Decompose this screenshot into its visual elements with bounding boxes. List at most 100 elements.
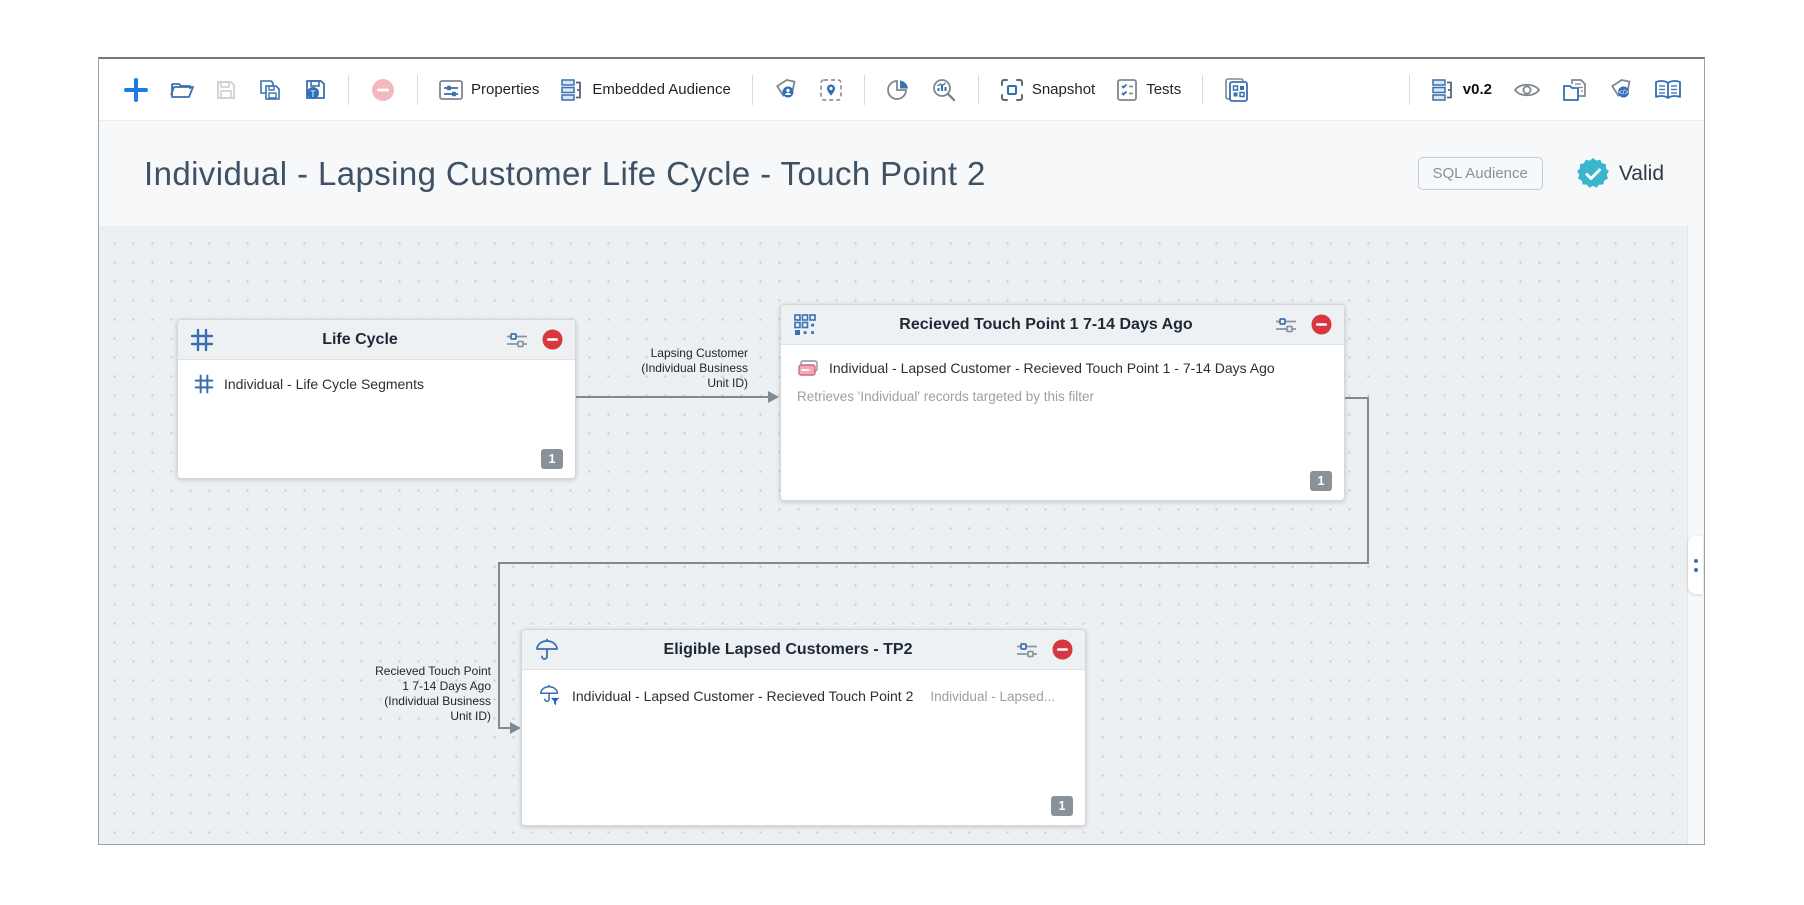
node-row-secondary-label: Individual - Lapsed... [930,688,1055,704]
save-version-button[interactable]: T [303,78,327,102]
remove-circle-icon [370,77,396,103]
eye-icon [1513,80,1541,100]
book-icon [1654,79,1682,101]
tests-label: Tests [1146,81,1182,98]
version-button[interactable]: v0.2 [1431,78,1492,101]
cards-icon [1224,77,1250,103]
node-title: Recieved Touch Point 1 7-14 Days Ago [899,315,1193,333]
page-title: Individual - Lapsing Customer Life Cycle… [144,154,986,192]
node-row-label: Individual - Lapsed Customer - Recieved … [572,688,914,704]
count-badge: 1 [1051,796,1073,816]
remove-button[interactable] [370,77,396,103]
flow-canvas[interactable]: Life Cycle Individual - Life Cycle Segme… [99,226,1704,844]
save-button[interactable] [215,79,237,101]
node-body: Individual - Life Cycle Segments 1 [178,360,575,478]
save-copy-button[interactable] [258,78,282,102]
cards-stack-icon [797,359,819,377]
node-row[interactable]: Individual - Lapsed Customer - Recieved … [538,684,1069,708]
title-bar: Individual - Lapsing Customer Life Cycle… [99,121,1704,226]
node-row[interactable]: Individual - Life Cycle Segments [194,374,559,394]
node-title: Life Cycle [322,330,398,348]
new-button[interactable] [123,77,149,103]
side-panel-strip [1687,226,1704,844]
embedded-audience-button[interactable]: Embedded Audience [560,78,731,101]
node-remove-icon[interactable] [1311,314,1332,335]
tag-code-icon: </> [1609,78,1633,102]
duplicate-button[interactable] [1562,78,1588,102]
valid-seal-icon [1576,157,1610,191]
toolbar: T Properties Embedded Audience [99,59,1704,121]
segment-grid-icon [793,313,817,337]
code-tag-button[interactable]: </> [1609,78,1633,102]
toolbar-divider [1408,74,1410,105]
tests-icon [1116,78,1138,102]
grid-icon [190,328,214,352]
connector-2-line [498,562,1369,564]
search-stats-icon [931,78,957,102]
tests-button[interactable]: Tests [1116,78,1181,102]
node-life-cycle[interactable]: Life Cycle Individual - Life Cycle Segme… [177,319,576,479]
version-label: v0.2 [1462,81,1492,98]
connector-1-label: Lapsing Customer (Individual Business Un… [641,346,748,390]
connector-2-line [498,727,511,729]
select-region-button[interactable] [819,78,843,102]
connector-2-label: Recieved Touch Point 1 7-14 Days Ago (In… [375,664,491,723]
node-settings-icon[interactable] [1275,316,1297,334]
save-icon [215,79,237,101]
docs-button[interactable] [1654,79,1682,101]
node-row[interactable]: Individual - Lapsed Customer - Recieved … [797,359,1328,377]
toolbar-divider [1202,74,1204,105]
node-eligible-lapsed-customers-tp2[interactable]: Eligible Lapsed Customers - TP2 Individu… [521,629,1086,826]
connector-2-line [1345,397,1369,399]
insights-search-button[interactable] [931,78,957,102]
node-row-label: Individual - Life Cycle Segments [224,376,424,392]
version-stack-icon [1431,78,1455,101]
snapshot-label: Snapshot [1031,81,1096,98]
open-folder-icon [170,79,194,101]
node-remove-icon[interactable] [542,329,563,350]
properties-button[interactable]: Properties [439,79,539,100]
plus-icon [123,77,149,103]
node-settings-icon[interactable] [1016,641,1038,659]
node-header[interactable]: Life Cycle [178,320,575,360]
snapshot-button[interactable]: Snapshot [1000,78,1095,102]
sql-audience-button[interactable]: SQL Audience [1417,157,1543,190]
valid-label: Valid [1618,161,1664,185]
svg-text:</>: </> [1618,87,1629,96]
preview-button[interactable] [1513,80,1541,100]
embedded-audience-icon [560,78,584,101]
tag-user-icon [774,78,798,102]
svg-text:T: T [310,89,316,99]
app-window: T Properties Embedded Audience [98,57,1705,845]
umbrella-filter-icon [538,684,562,708]
connector-2-arrowhead [510,722,521,734]
copy-docs-icon [1562,78,1588,102]
node-recieved-touch-point-1[interactable]: Recieved Touch Point 1 7-14 Days Ago Ind… [780,304,1345,501]
audience-tag-button[interactable] [774,78,798,102]
cards-view-button[interactable] [1224,77,1250,103]
connector-2-line [498,562,500,729]
side-panel-handle[interactable] [1688,536,1703,594]
toolbar-divider [417,74,418,105]
properties-icon [439,79,463,100]
count-badge: 1 [1310,471,1332,491]
connector-1-line [576,396,768,398]
node-header[interactable]: Recieved Touch Point 1 7-14 Days Ago [781,305,1344,345]
node-body: Individual - Lapsed Customer - Recieved … [781,345,1344,500]
embedded-audience-label: Embedded Audience [592,81,731,98]
snapshot-icon [1000,78,1024,102]
node-settings-icon[interactable] [506,331,528,349]
node-remove-icon[interactable] [1052,639,1073,660]
connector-2-line [1367,397,1369,564]
connector-1-arrowhead [768,391,779,403]
node-row-label: Individual - Lapsed Customer - Recieved … [829,360,1275,376]
node-header[interactable]: Eligible Lapsed Customers - TP2 [522,630,1085,670]
toolbar-divider [751,74,753,105]
umbrella-icon [534,638,560,662]
pie-chart-icon [886,78,910,102]
toolbar-divider [977,74,979,105]
pie-chart-button[interactable] [886,78,910,102]
validation-status: Valid [1576,157,1664,191]
open-button[interactable] [170,79,194,101]
count-badge: 1 [541,449,563,469]
